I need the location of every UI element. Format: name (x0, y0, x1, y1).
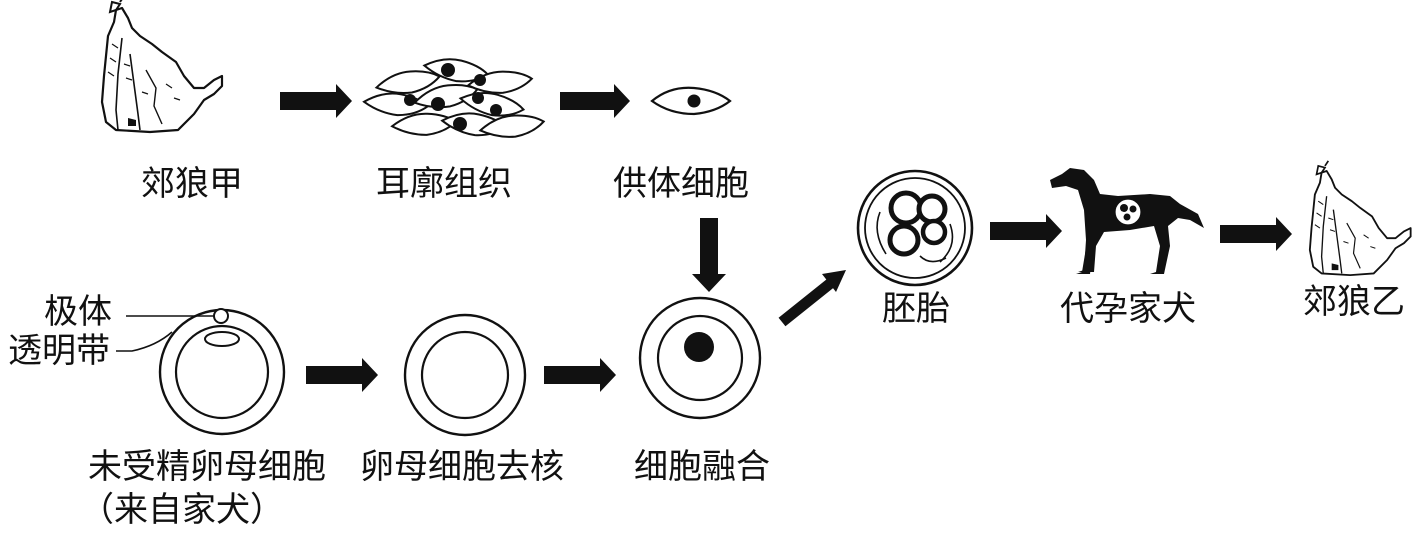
label-zona-pellucida: 透明带 (8, 331, 110, 371)
label-donor-cell: 供体细胞 (613, 164, 749, 204)
arrow-right-4 (544, 358, 616, 392)
arrow-right-6 (1220, 217, 1292, 251)
label-wolf-a: 郊狼甲 (141, 164, 243, 204)
fused-cell-icon (638, 296, 762, 420)
label-surrogate-dog: 代孕家犬 (1060, 289, 1196, 329)
embryo-icon (856, 169, 974, 287)
arrow-right-5 (990, 214, 1062, 248)
label-enucleation: 卵母细胞去核 (360, 447, 564, 487)
arrow-right-1 (280, 84, 352, 118)
label-wolf-b: 郊狼乙 (1303, 282, 1405, 322)
label-oocyte: 未受精卵母细胞 (88, 447, 326, 487)
donor-cell-icon (650, 86, 732, 116)
nucleus (204, 331, 240, 347)
tissue-cells-icon (362, 54, 547, 143)
polar-body (213, 308, 229, 324)
arrow-down (692, 218, 726, 292)
label-embryo: 胚胎 (882, 289, 950, 329)
arrow-diagonal (778, 270, 846, 327)
arrow-right-2 (560, 84, 630, 118)
wolf-b-icon (1308, 159, 1412, 277)
wolf-a-icon (100, 0, 224, 134)
leader-zona-pellucida (116, 331, 173, 352)
oocyte-icon (158, 308, 286, 436)
label-oocyte-source: （来自家犬） (80, 490, 284, 530)
dog-icon (1050, 168, 1204, 274)
label-polar-body: 极体 (44, 292, 112, 332)
label-ear-tissue: 耳廓组织 (376, 164, 512, 204)
label-cell-fusion: 细胞融合 (634, 447, 770, 487)
enucleated-oocyte-icon (403, 313, 527, 437)
arrow-right-3 (306, 358, 378, 392)
